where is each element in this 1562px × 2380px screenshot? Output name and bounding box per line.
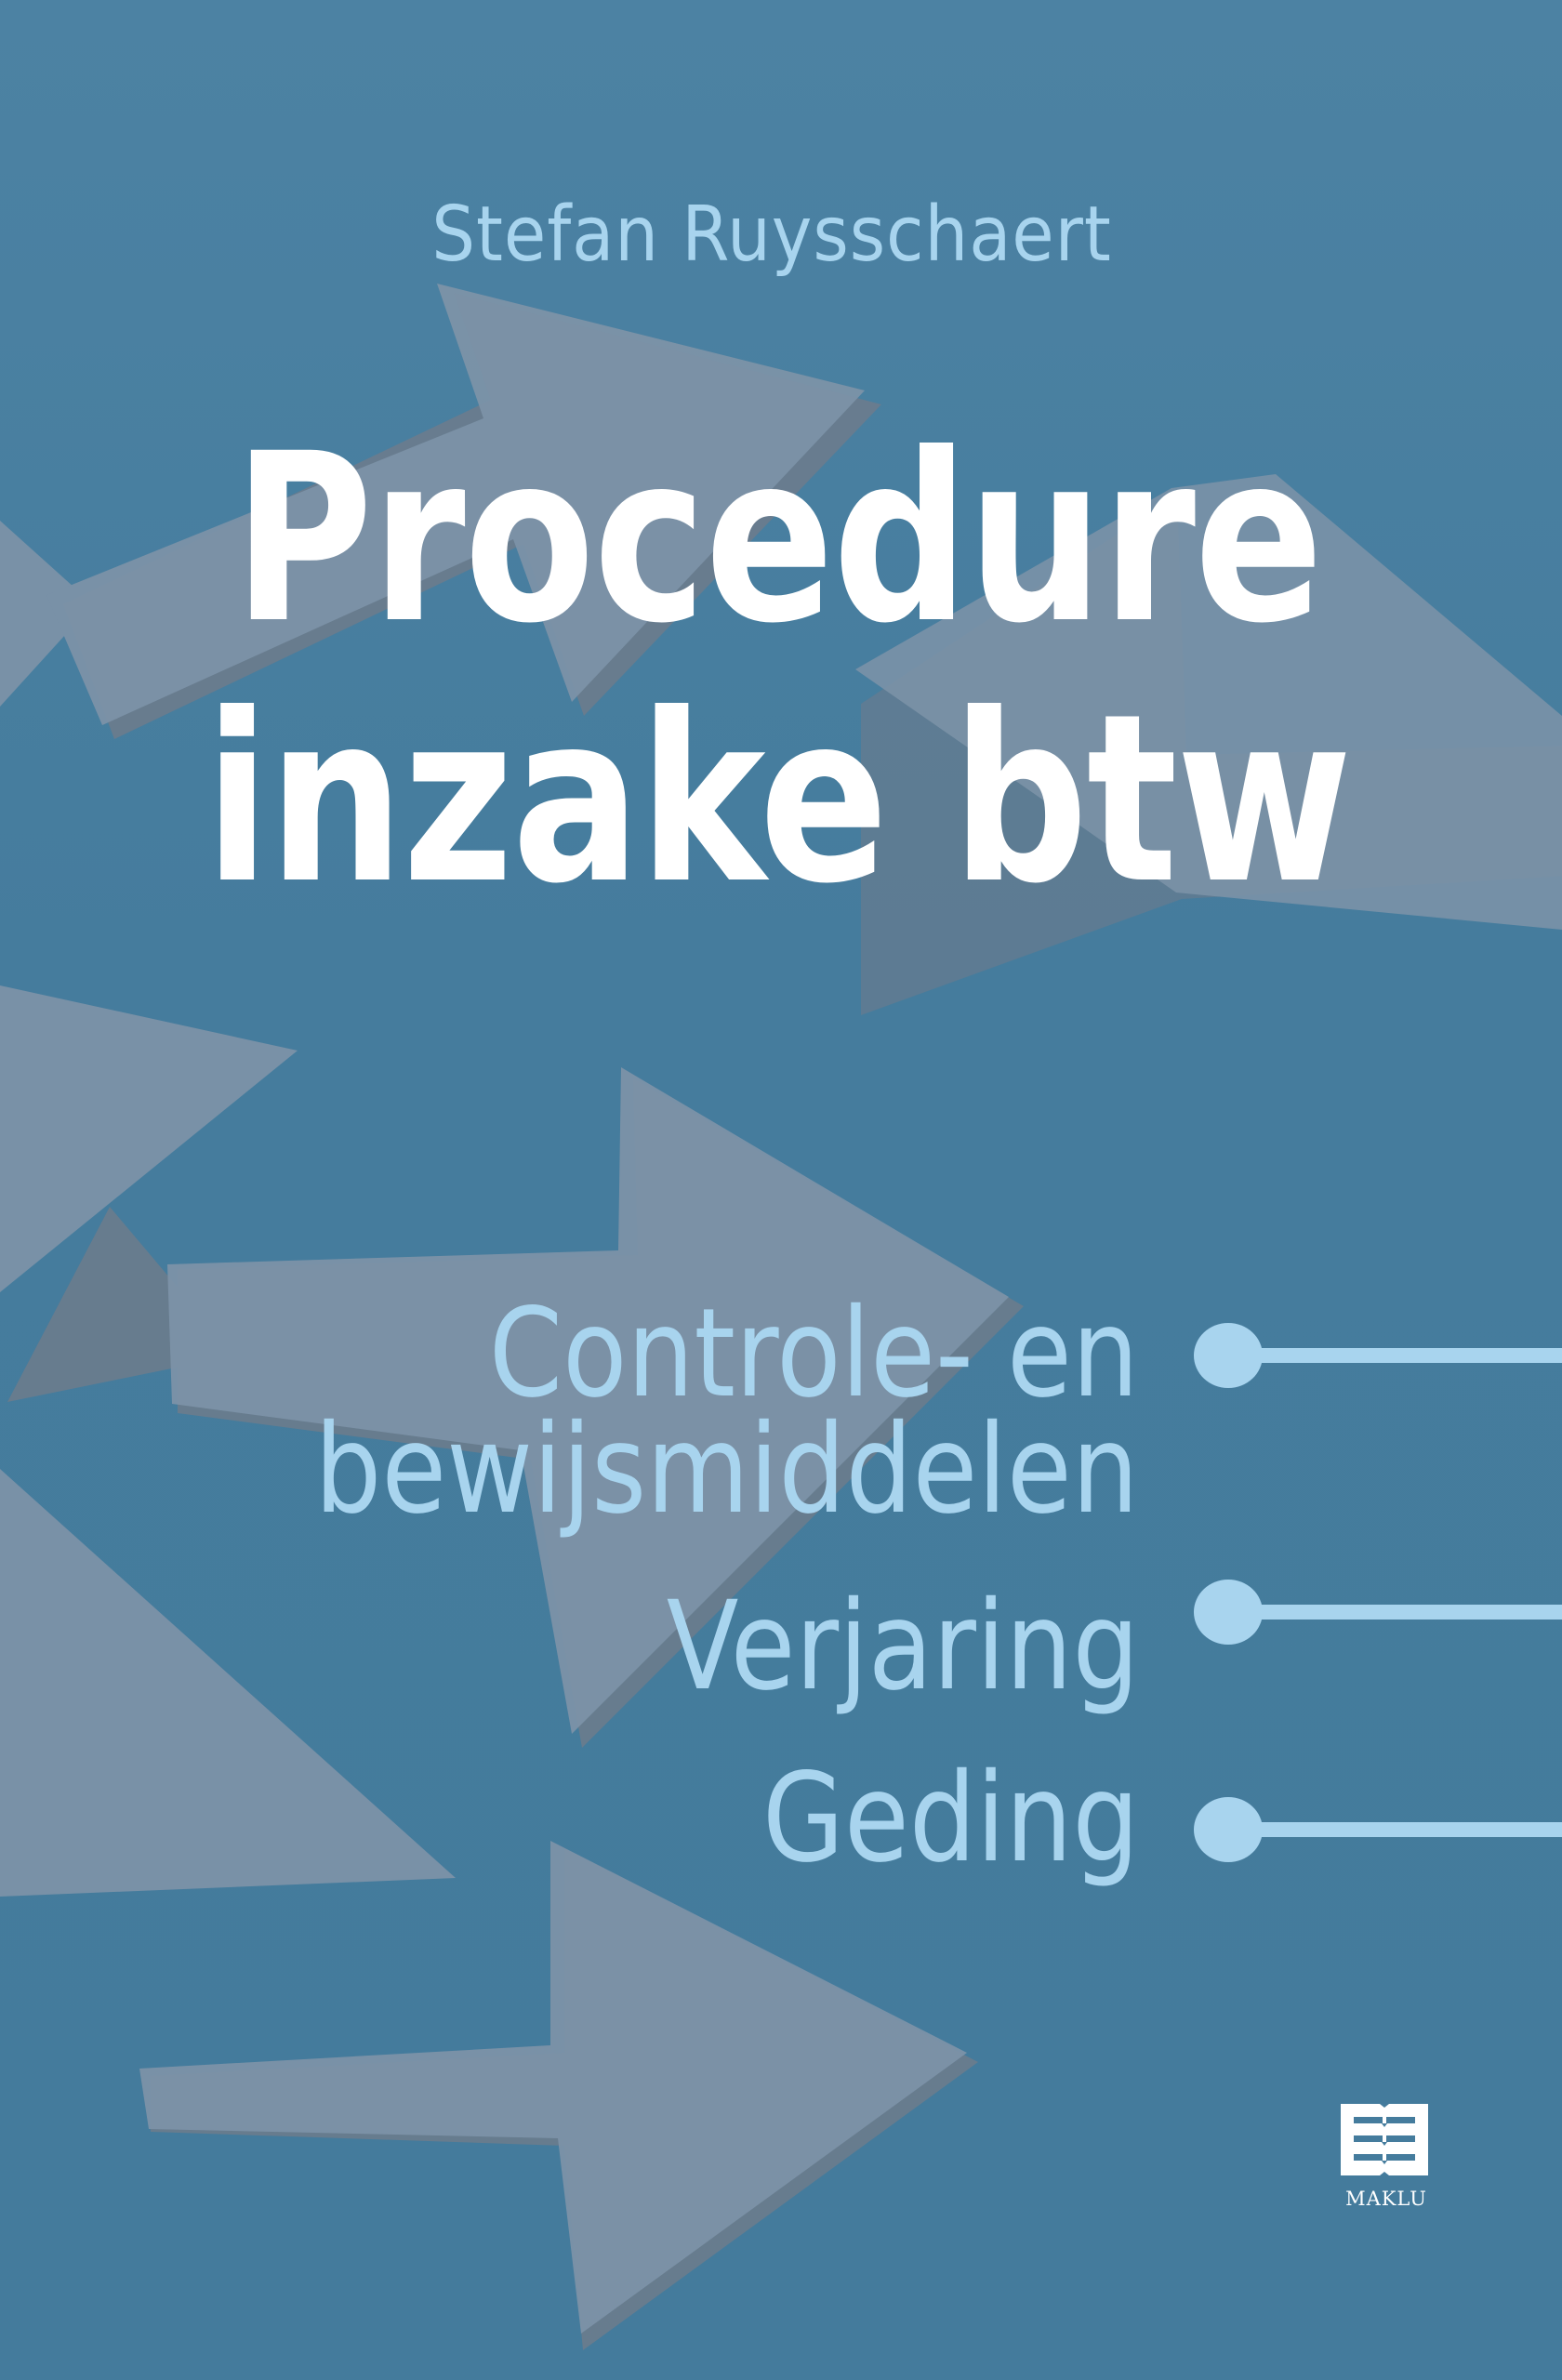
- topic-1-line-2: bewijsmiddelen: [314, 1398, 1139, 1541]
- open-book-logo-icon: [1341, 2104, 1428, 2175]
- bullet-line: [1246, 1822, 1562, 1837]
- publisher-name: MAKLU: [1345, 2188, 1427, 2210]
- topic-1-line-1: Controle- en: [488, 1282, 1139, 1425]
- bullet-line: [1246, 1605, 1562, 1620]
- topic-2: Verjaring: [666, 1575, 1139, 1718]
- title-line-2: inzake btw: [204, 664, 1352, 934]
- bullet-line: [1246, 1348, 1562, 1363]
- author-name: Stefan Ruysschaert: [431, 191, 1112, 279]
- topic-3: Geding: [761, 1747, 1139, 1890]
- title-line-1: Procedure: [232, 403, 1323, 674]
